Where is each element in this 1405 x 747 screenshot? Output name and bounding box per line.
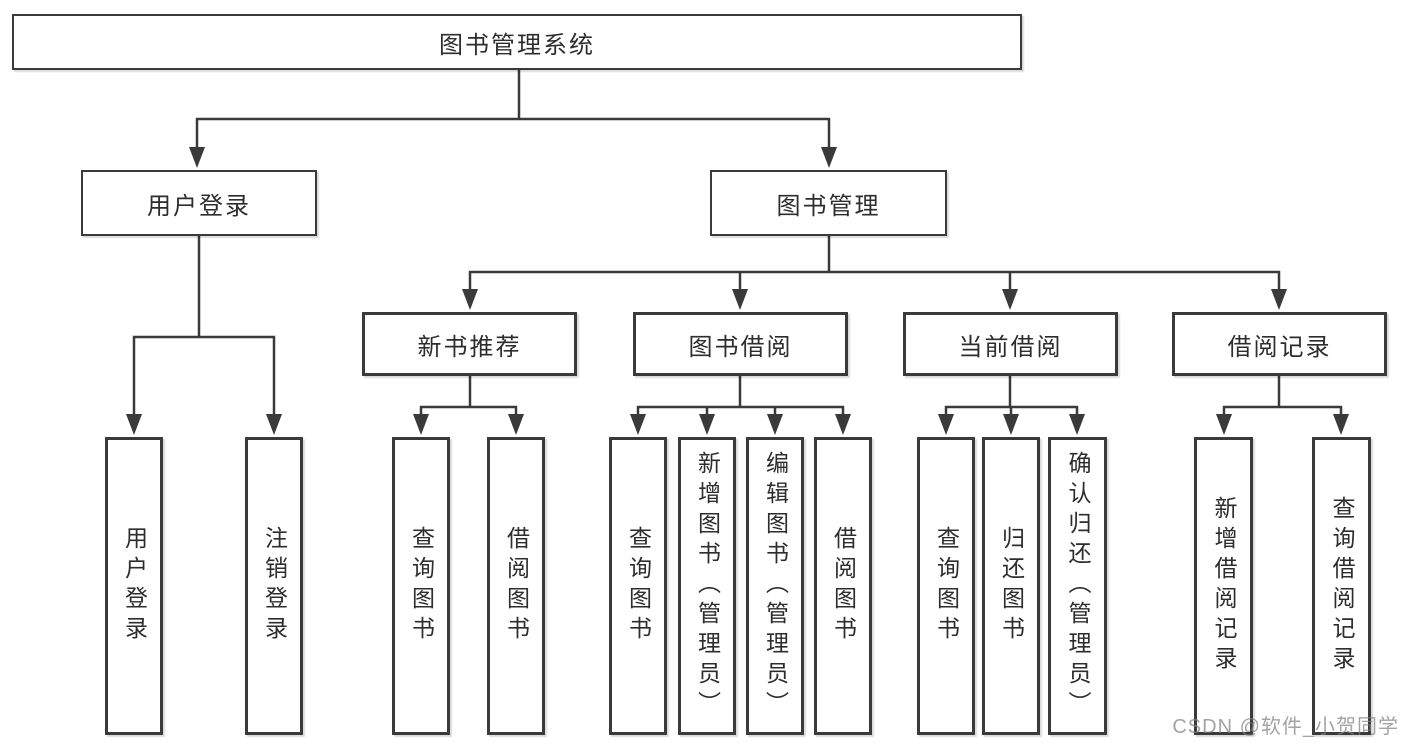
leaf-add-books-admin: 新增图书（管理员）	[678, 437, 736, 735]
leaf-borrow-books-recommend: 借阅图书	[487, 437, 545, 735]
csdn-watermark: CSDN @软件_小贺同学	[1172, 716, 1399, 738]
node-current-borrowing: 当前借阅	[903, 312, 1118, 376]
leaf-confirm-return-admin: 确认归还（管理员）	[1048, 437, 1107, 735]
arrow-down-icons	[126, 147, 1349, 435]
leaf-user-login: 用户登录	[105, 437, 163, 735]
node-new-book-recommend: 新书推荐	[362, 312, 577, 376]
leaf-query-borrow-record: 查询借阅记录	[1312, 437, 1371, 735]
leaf-borrow-books: 借阅图书	[814, 437, 872, 735]
leaf-query-books-borrowing: 查询图书	[609, 437, 667, 735]
leaf-query-books-recommend: 查询图书	[392, 437, 450, 735]
leaf-return-books: 归还图书	[982, 437, 1040, 735]
connector-book-borrowing-branch	[636, 374, 845, 420]
leaf-add-borrow-record: 新增借阅记录	[1194, 437, 1253, 735]
node-borrowing-records: 借阅记录	[1172, 312, 1387, 376]
leaf-query-books-current: 查询图书	[917, 437, 975, 735]
node-user-login: 用户登录	[81, 170, 317, 236]
connector-new-book-branch	[419, 374, 518, 420]
connector-current-borrowing-branch	[944, 374, 1079, 420]
connector-root-branch	[195, 68, 831, 152]
node-book-borrowing: 图书借阅	[633, 312, 848, 376]
connector-book-management-branch	[468, 234, 1281, 294]
node-root: 图书管理系统	[12, 14, 1022, 70]
leaf-logout: 注销登录	[245, 437, 303, 735]
leaf-edit-books-admin: 编辑图书（管理员）	[746, 437, 804, 735]
connector-user-login-branch	[132, 234, 276, 420]
node-book-management: 图书管理	[710, 170, 947, 236]
connector-borrowing-records-branch	[1222, 374, 1343, 420]
